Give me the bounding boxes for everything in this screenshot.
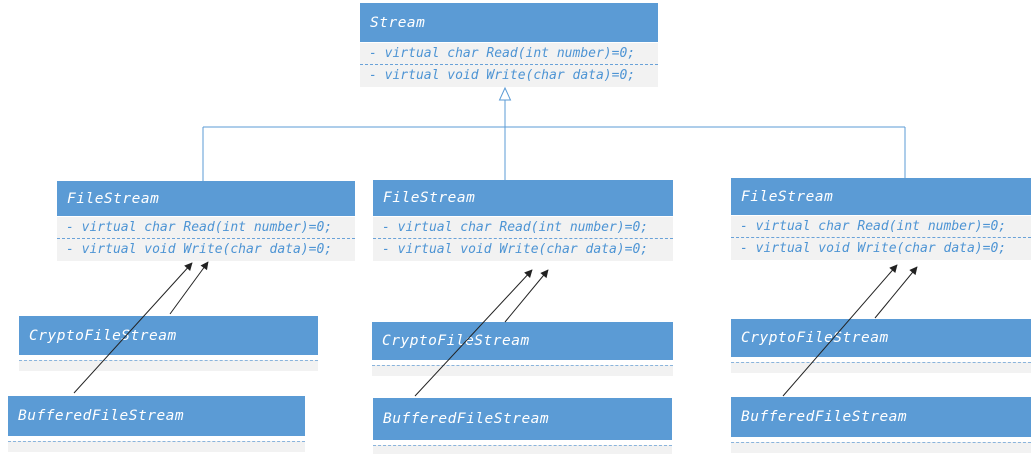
class-box-stream[interactable]: Stream - virtual char Read(int number)=0… bbox=[360, 3, 658, 87]
class-title-label: FileStream bbox=[383, 190, 476, 206]
class-members-stream: - virtual char Read(int number)=0; - vir… bbox=[360, 43, 658, 87]
method-read: - virtual char Read(int number)=0; bbox=[360, 43, 658, 65]
class-box-cryptofilestream-left[interactable]: CryptoFileStream bbox=[19, 316, 318, 371]
hollow-triangle-generalization-icon bbox=[498, 86, 512, 101]
method-write: - virtual void Write(char data)=0; bbox=[369, 68, 636, 83]
class-box-bufferedfilestream-left[interactable]: BufferedFileStream bbox=[8, 396, 305, 452]
class-title-stream: Stream bbox=[360, 3, 658, 42]
empty-members-compartment bbox=[731, 442, 1031, 453]
class-title-filestream-middle: FileStream bbox=[373, 180, 673, 216]
empty-members-compartment bbox=[731, 362, 1031, 373]
class-members: - virtual char Read(int number)=0; - vir… bbox=[731, 216, 1031, 260]
method-read: - virtual char Read(int number)=0; bbox=[731, 216, 1031, 238]
class-title-bufferedfilestream-middle: BufferedFileStream bbox=[373, 398, 672, 440]
class-box-cryptofilestream-right[interactable]: CryptoFileStream bbox=[731, 319, 1031, 373]
class-title-filestream-left: FileStream bbox=[57, 181, 355, 216]
class-members: - virtual char Read(int number)=0; - vir… bbox=[57, 217, 355, 261]
class-members: - virtual char Read(int number)=0; - vir… bbox=[373, 217, 673, 261]
class-box-bufferedfilestream-right[interactable]: BufferedFileStream bbox=[731, 397, 1031, 453]
arrow-cryptofilestream-right-to-filestream-right[interactable] bbox=[874, 266, 918, 319]
class-title-label: CryptoFileStream bbox=[382, 333, 530, 349]
class-title-filestream-right: FileStream bbox=[731, 178, 1031, 215]
class-title-label: BufferedFileStream bbox=[18, 408, 185, 424]
class-box-filestream-left[interactable]: FileStream - virtual char Read(int numbe… bbox=[57, 181, 355, 261]
method-write: - virtual void Write(char data)=0; bbox=[740, 241, 1007, 256]
method-read: - virtual char Read(int number)=0; bbox=[373, 217, 673, 239]
class-box-bufferedfilestream-middle[interactable]: BufferedFileStream bbox=[373, 398, 672, 454]
class-title-label: CryptoFileStream bbox=[29, 327, 177, 344]
empty-members-compartment bbox=[372, 365, 673, 376]
class-title-bufferedfilestream-left: BufferedFileStream bbox=[8, 396, 305, 436]
class-box-filestream-middle[interactable]: FileStream - virtual char Read(int numbe… bbox=[373, 180, 673, 261]
class-title-label: BufferedFileStream bbox=[741, 409, 908, 425]
class-title-label: BufferedFileStream bbox=[383, 411, 550, 427]
class-title-label: Stream bbox=[370, 14, 426, 31]
class-title-label: FileStream bbox=[741, 188, 834, 205]
class-box-filestream-right[interactable]: FileStream - virtual char Read(int numbe… bbox=[731, 178, 1031, 260]
method-write: - virtual void Write(char data)=0; bbox=[382, 242, 649, 257]
class-title-label: FileStream bbox=[67, 190, 160, 207]
arrow-cryptofilestream-middle-to-filestream-middle[interactable] bbox=[504, 269, 549, 323]
arrow-cryptofilestream-left-to-filestream-left[interactable] bbox=[169, 261, 209, 315]
empty-members-compartment bbox=[8, 441, 305, 452]
class-title-cryptofilestream-middle: CryptoFileStream bbox=[372, 322, 673, 360]
empty-members-compartment bbox=[19, 360, 318, 371]
class-title-label: CryptoFileStream bbox=[741, 330, 889, 346]
class-box-cryptofilestream-middle[interactable]: CryptoFileStream bbox=[372, 322, 673, 376]
method-write: - virtual void Write(char data)=0; bbox=[66, 242, 333, 257]
method-read: - virtual char Read(int number)=0; bbox=[57, 217, 355, 239]
generalization-connector[interactable] bbox=[202, 86, 906, 181]
empty-members-compartment bbox=[373, 445, 672, 454]
class-title-cryptofilestream-left: CryptoFileStream bbox=[19, 316, 318, 355]
class-title-cryptofilestream-right: CryptoFileStream bbox=[731, 319, 1031, 357]
class-title-bufferedfilestream-right: BufferedFileStream bbox=[731, 397, 1031, 437]
